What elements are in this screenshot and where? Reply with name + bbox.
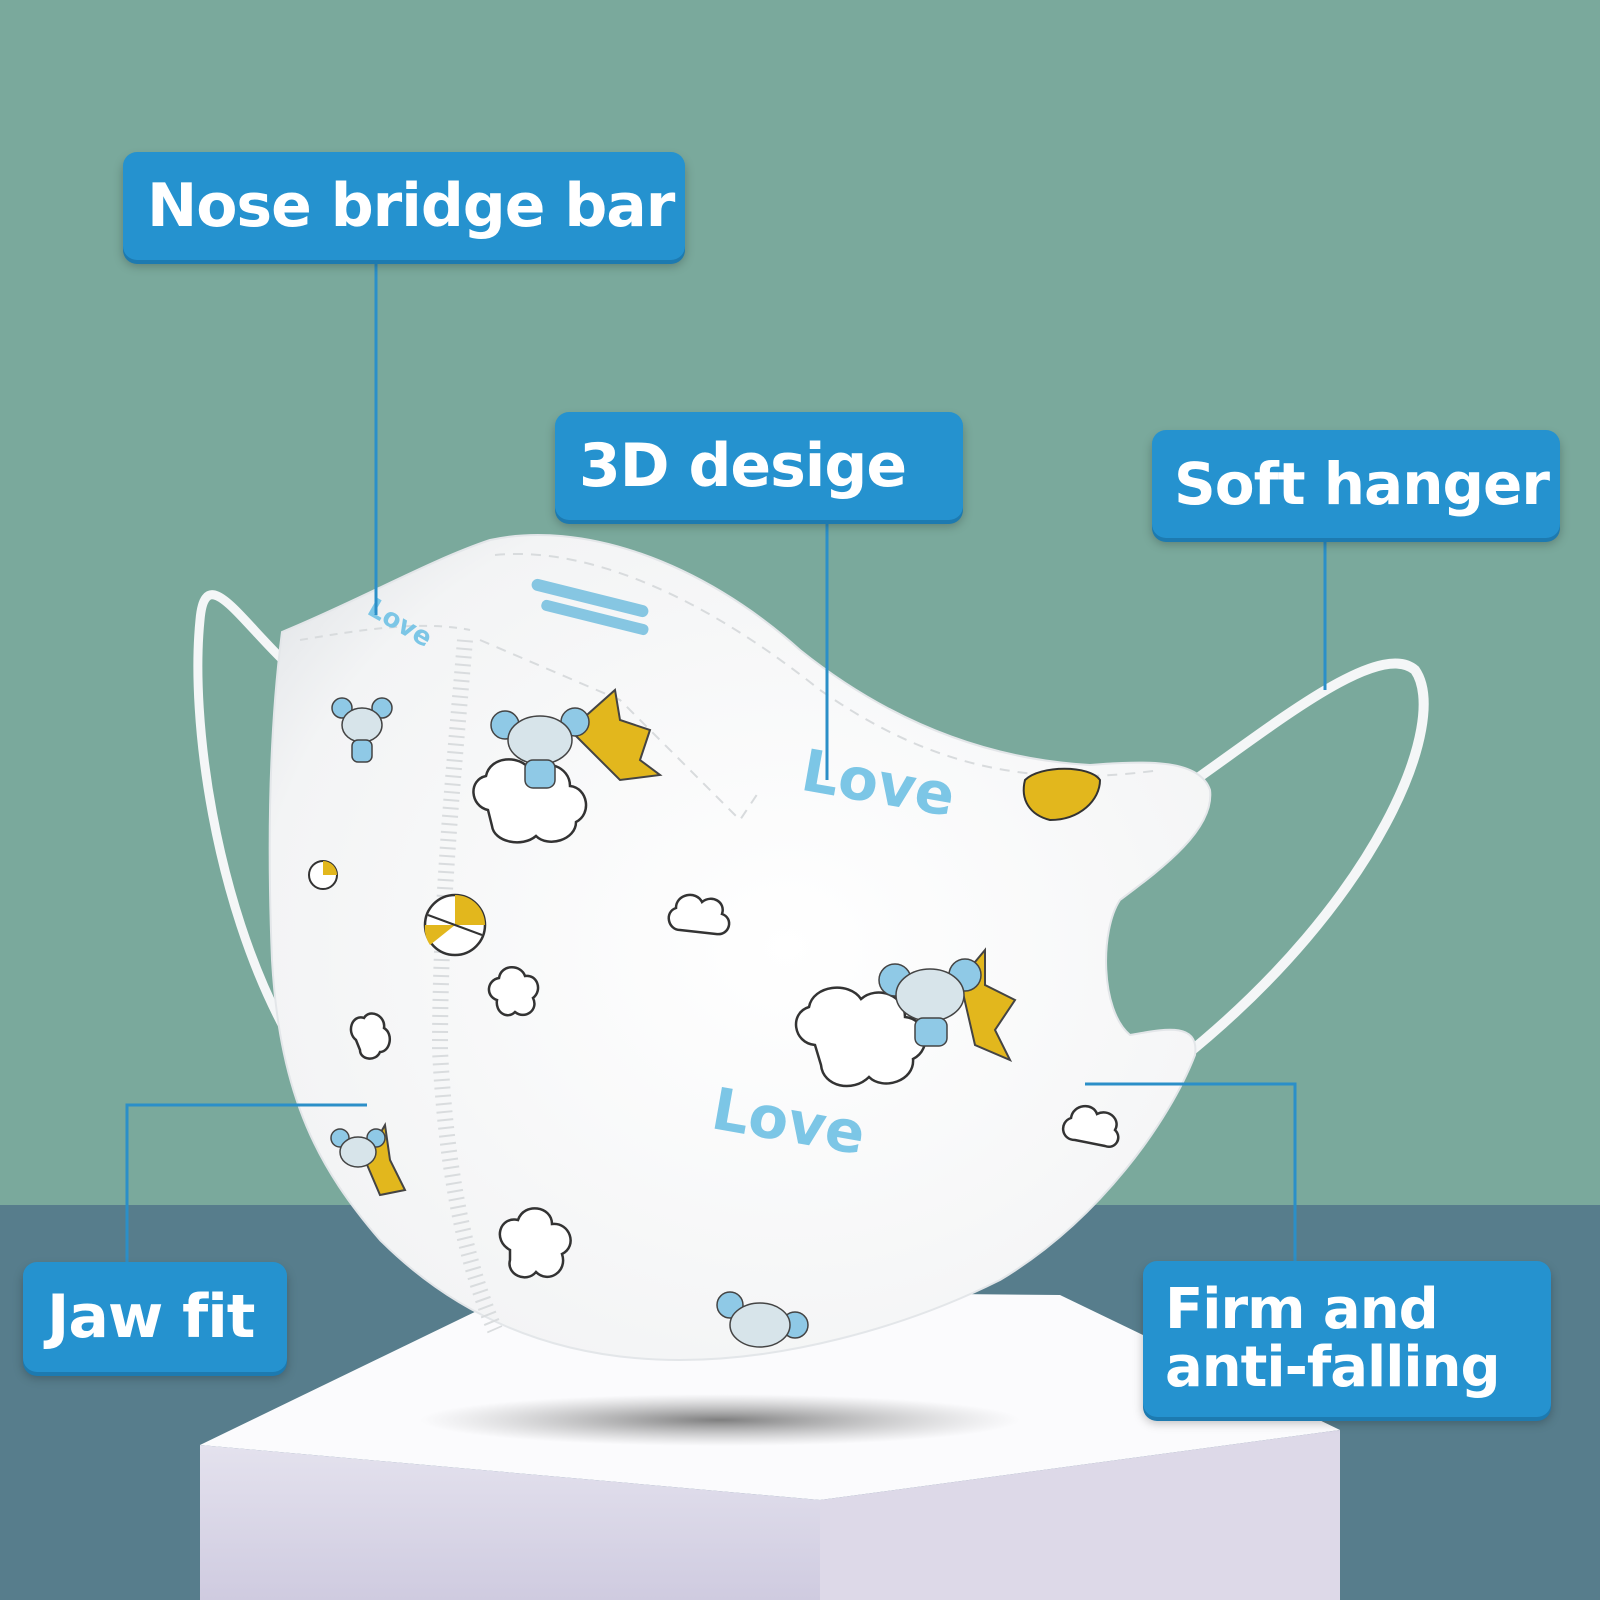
print-mouse-character [331,697,393,763]
label-soft-hanger: Soft hanger [1152,430,1560,538]
cloud-icon [794,986,927,1088]
print-mouse-character [330,1128,386,1168]
print-mouse-character [878,958,982,1047]
cloud-icon [1062,1105,1120,1149]
nose-bridge-mark [531,578,649,618]
mask-shadow [420,1394,1020,1446]
cloud-icon [487,966,540,1017]
leader-lines [125,262,1327,1262]
right-ear-loop [1175,658,1429,1065]
label-firm-line-2: anti-falling [1165,1335,1501,1400]
print-cloud-group [349,758,1120,1279]
mask-seam-vertical [431,639,503,1334]
label-nose-bridge-bar: Nose bridge bar [123,152,685,260]
label-3d-design: 3D desige [555,412,963,520]
mask-body [268,533,1212,1362]
print-mouse-character [490,707,590,789]
print-ball-icon [1022,767,1102,822]
cloud-icon [498,1207,572,1279]
cloud-icon [349,1012,392,1060]
cloud-icon [667,893,731,936]
left-ear-loop [193,590,293,1035]
print-ball-icon [308,860,338,890]
leader-line-jaw-fit [125,1103,367,1262]
mask-seam-left [299,624,471,641]
nose-bridge-mark [541,599,649,636]
print-mouse-character [716,1291,809,1348]
label-firm-anti-falling: Firm and anti-falling [1143,1261,1551,1417]
label-firm-line-1: Firm and [1165,1277,1439,1342]
label-jaw-fit: Jaw fit [23,1262,287,1372]
print-ball-icon [423,893,487,957]
print-sun-icon [568,688,663,782]
pedestal-left-face [200,1445,820,1600]
cloud-icon [472,758,588,844]
pedestal-right-face [820,1430,1340,1600]
mask-seam-inner [479,639,761,822]
leader-line-firm [1085,1082,1297,1262]
